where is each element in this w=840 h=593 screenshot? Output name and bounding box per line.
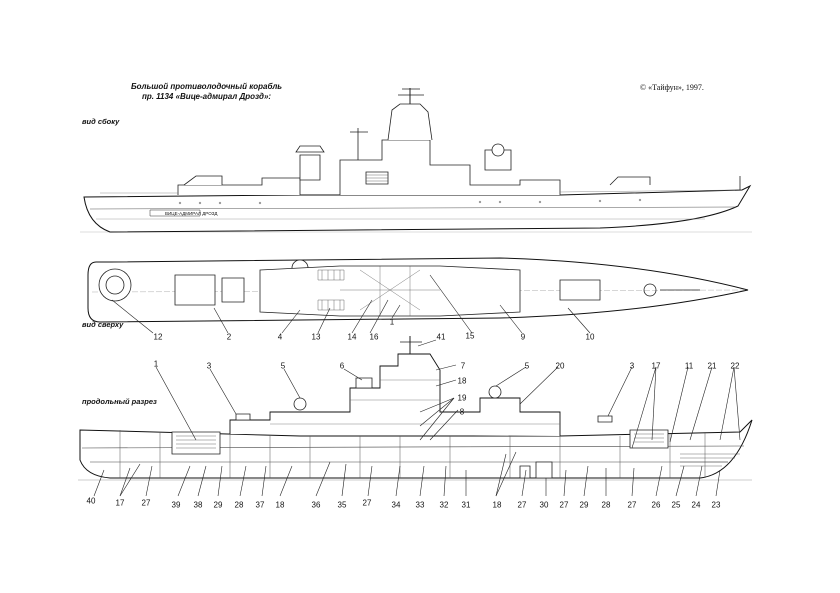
section-label-33: 33 <box>415 500 425 510</box>
section-label-37: 37 <box>255 500 265 510</box>
section-label-36: 36 <box>311 500 321 510</box>
section-label-35: 35 <box>337 500 347 510</box>
hull-name-plate: ВИЦЕ-АДМИРАЛ ДРОЗД <box>165 211 218 216</box>
section-hull <box>80 420 752 478</box>
drawing-title: Большой противолодочный корабль пр. 1134… <box>131 82 282 101</box>
section-view <box>78 336 752 480</box>
side-view <box>80 88 752 232</box>
side-superstructure-mid <box>340 140 560 195</box>
section-label-18-upper: 18 <box>457 376 467 386</box>
top-label-14: 14 <box>347 332 357 342</box>
section-label-17-fwd: 17 <box>651 361 661 371</box>
section-label-24: 24 <box>691 500 701 510</box>
side-hull <box>84 186 750 232</box>
top-view-label: вид сверху <box>82 320 124 329</box>
section-label-17-aft: 17 <box>115 498 125 508</box>
section-label-8: 8 <box>459 407 465 417</box>
section-label-3-aft: 3 <box>206 361 212 371</box>
side-main-tower <box>388 104 432 140</box>
section-label-27-b: 27 <box>362 498 372 508</box>
top-label-4: 4 <box>277 332 283 342</box>
title-line-1: Большой противолодочный корабль <box>131 82 283 91</box>
title-line-2: пр. 1134 «Вице-адмирал Дрозд»: <box>141 91 272 101</box>
section-label-31: 31 <box>461 500 471 510</box>
section-label-34: 34 <box>391 500 401 510</box>
section-label-5-aft: 5 <box>280 361 286 371</box>
top-label-2: 2 <box>226 332 232 342</box>
section-label-32: 32 <box>439 500 449 510</box>
section-label-5-fwd: 5 <box>524 361 530 371</box>
copyright-note: © «Тайфун», 1997. <box>640 83 704 92</box>
top-label-15: 15 <box>465 331 475 341</box>
section-label-27-d: 27 <box>559 500 569 510</box>
section-label-27-e: 27 <box>627 500 637 510</box>
section-label-26: 26 <box>651 500 661 510</box>
top-view <box>88 258 748 322</box>
section-label-18-fwd: 18 <box>492 500 502 510</box>
section-label-7: 7 <box>460 361 466 371</box>
side-view-label: вид сбоку <box>82 117 120 126</box>
section-view-label: продольный разрез <box>82 397 157 406</box>
section-label-28-fwd: 28 <box>601 500 611 510</box>
section-label-20: 20 <box>555 361 565 371</box>
section-label-28-aft: 28 <box>234 500 244 510</box>
section-label-11: 11 <box>684 361 694 371</box>
top-label-1: 1 <box>389 317 395 327</box>
section-label-27-a: 27 <box>141 498 151 508</box>
section-label-38: 38 <box>193 500 203 510</box>
section-superstructure <box>230 354 560 436</box>
section-label-6: 6 <box>339 361 345 371</box>
top-label-13: 13 <box>311 332 321 342</box>
top-label-10: 10 <box>585 332 595 342</box>
section-label-29-fwd: 29 <box>579 500 589 510</box>
section-label-19: 19 <box>457 393 467 403</box>
top-label-16: 16 <box>369 332 379 342</box>
section-label-30: 30 <box>539 500 549 510</box>
section-label-18-aft: 18 <box>275 500 285 510</box>
section-label-23: 23 <box>711 500 721 510</box>
section-label-25: 25 <box>671 500 681 510</box>
section-label-27-c: 27 <box>517 500 527 510</box>
section-label-29-aft: 29 <box>213 500 223 510</box>
section-label-3-fwd: 3 <box>629 361 635 371</box>
section-label-1: 1 <box>153 359 159 369</box>
section-label-41: 41 <box>436 332 446 342</box>
section-label-40: 40 <box>86 496 96 506</box>
section-label-22: 22 <box>730 361 740 371</box>
section-label-21: 21 <box>707 361 717 371</box>
section-label-39: 39 <box>171 500 181 510</box>
top-label-12: 12 <box>153 332 163 342</box>
side-superstructure-aft <box>178 178 300 195</box>
top-label-9: 9 <box>520 332 526 342</box>
